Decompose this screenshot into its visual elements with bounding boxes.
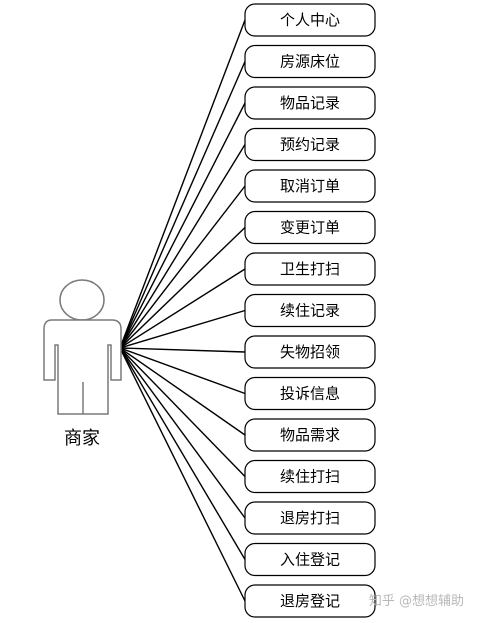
use-case-box: 退房打扫 bbox=[244, 501, 376, 535]
use-case-shape bbox=[244, 335, 376, 369]
use-case-box: 取消订单 bbox=[244, 169, 376, 203]
use-case-shape bbox=[244, 86, 376, 120]
use-case-label: 退房登记 bbox=[280, 592, 340, 610]
use-case-label: 预约记录 bbox=[280, 136, 340, 154]
use-case-shape bbox=[244, 459, 376, 494]
use-case-label: 变更订单 bbox=[280, 219, 340, 237]
use-case-label: 取消订单 bbox=[280, 177, 340, 195]
association-line bbox=[119, 144, 246, 349]
watermark: 知乎 @想想辅助 bbox=[368, 594, 464, 609]
association-line bbox=[119, 19, 246, 349]
association-line bbox=[119, 61, 246, 349]
use-case-box: 个人中心 bbox=[244, 3, 376, 37]
use-case-box: 入住登记 bbox=[244, 542, 376, 577]
association-line bbox=[119, 268, 246, 349]
association-line bbox=[119, 347, 246, 353]
association-line bbox=[119, 347, 246, 519]
use-case-box: 房源床位 bbox=[244, 44, 376, 79]
use-case-shape bbox=[244, 293, 376, 328]
use-case-label: 续住打扫 bbox=[280, 468, 340, 486]
use-case-label: 物品记录 bbox=[280, 94, 340, 112]
use-case-box: 投诉信息 bbox=[244, 376, 376, 411]
use-case-label: 物品需求 bbox=[280, 426, 340, 444]
association-line bbox=[119, 102, 246, 349]
association-line bbox=[119, 347, 246, 436]
use-case-box: 物品记录 bbox=[244, 86, 376, 120]
association-line bbox=[119, 347, 246, 477]
use-case-label: 个人中心 bbox=[280, 11, 340, 29]
use-case-shape bbox=[244, 127, 376, 162]
use-case-box: 失物招领 bbox=[244, 335, 376, 369]
use-case-box: 续住打扫 bbox=[244, 459, 376, 494]
use-case-box: 物品需求 bbox=[244, 418, 376, 452]
use-case-shape bbox=[244, 169, 376, 203]
use-case-label: 房源床位 bbox=[280, 53, 340, 71]
association-line bbox=[119, 347, 246, 395]
association-line bbox=[119, 226, 246, 349]
use-case-shape bbox=[244, 501, 376, 535]
use-case-box: 续住记录 bbox=[244, 293, 376, 328]
actor-figure bbox=[43, 279, 122, 415]
use-case-label: 续住记录 bbox=[280, 302, 340, 320]
use-case-box: 退房登记 bbox=[244, 584, 376, 618]
use-case-box: 卫生打扫 bbox=[244, 252, 376, 286]
use-case-shape bbox=[244, 44, 376, 79]
use-case-shape bbox=[244, 542, 376, 577]
actor-label: 商家 bbox=[64, 428, 100, 449]
use-case-list: 个人中心房源床位物品记录预约记录取消订单变更订单卫生打扫续住记录失物招领投诉信息… bbox=[244, 3, 376, 618]
actor-body bbox=[43, 319, 122, 415]
use-case-shape bbox=[244, 210, 376, 245]
association-lines bbox=[119, 19, 246, 602]
use-case-label: 投诉信息 bbox=[280, 385, 340, 403]
use-case-shape bbox=[244, 376, 376, 411]
use-case-shape bbox=[244, 3, 376, 37]
use-case-box: 变更订单 bbox=[244, 210, 376, 245]
use-case-box: 预约记录 bbox=[244, 127, 376, 162]
actor-head bbox=[59, 279, 105, 321]
use-case-label: 失物招领 bbox=[280, 343, 340, 361]
use-case-label: 卫生打扫 bbox=[280, 260, 340, 278]
association-line bbox=[119, 347, 246, 602]
association-line bbox=[119, 185, 246, 349]
use-case-shape bbox=[244, 584, 376, 618]
use-case-shape bbox=[244, 418, 376, 452]
association-line bbox=[119, 347, 246, 560]
use-case-label: 入住登记 bbox=[280, 551, 340, 569]
association-line bbox=[119, 309, 246, 349]
use-case-label: 退房打扫 bbox=[280, 509, 340, 527]
use-case-shape bbox=[244, 252, 376, 286]
